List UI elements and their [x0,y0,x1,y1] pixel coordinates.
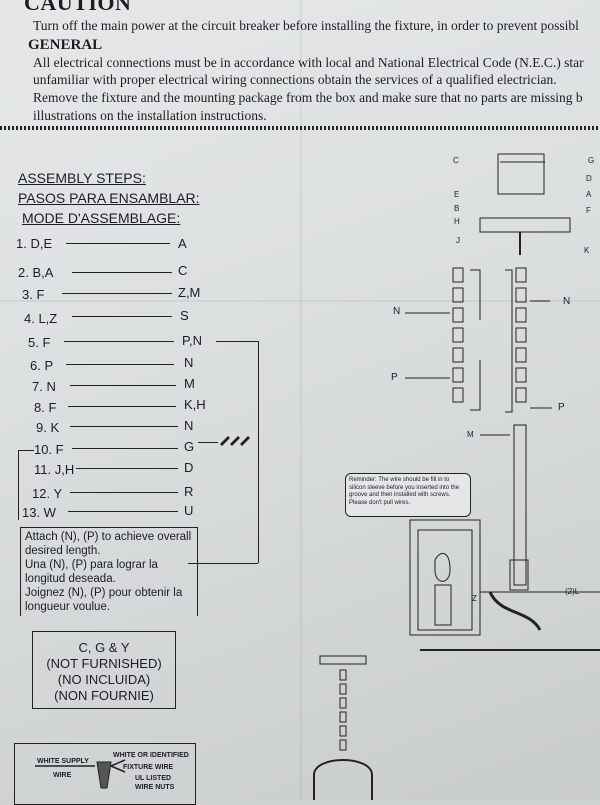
step-part: A [178,236,187,251]
label-f: F [586,206,591,215]
step-part: K,H [184,397,206,412]
wire-nut-icon [35,759,126,789]
general-text: All electrical connections must be in ac… [33,55,584,70]
chain-pendant-diagram [313,655,373,800]
nf-fr: (NON FOURNIE) [54,688,154,703]
wire-label: WIRE [53,772,72,779]
attach-es: Una (N), (P) para lograr la longitud des… [25,559,158,585]
step-part: N [184,418,194,433]
label-k: K [584,246,590,255]
step-part: S [180,308,189,323]
label-j: J [456,236,460,245]
nf-es: (NO INCLUIDA) [57,672,151,687]
step-label: 1. D,E [16,236,53,251]
general-text: illustrations on the installation instru… [33,108,267,123]
label-b: B [454,204,460,213]
label-e: E [454,190,460,199]
caution-title: CAUTION [24,0,132,15]
not-furnished-box: C, G & Y (NOT FURNISHED) (NO INCLUIDA) (… [32,631,176,709]
attach-fr: Joignez (N), (P) pour obtenir la longueu… [25,587,183,613]
label-z: Z [472,594,477,603]
step-label: 8. F [34,400,57,415]
step-part: U [184,503,194,518]
step-part: N [184,355,194,370]
step-leader [70,492,178,493]
step-label: 2. B,A [18,265,54,280]
wiring-box: WHITE SUPPLY WIRE WHITE OR IDENTIFIED FI… [14,743,196,805]
step-leader [66,243,170,244]
step-label: 13. W [22,505,56,520]
bracket-line [216,341,258,342]
step-leader [68,406,176,407]
label-n-right: N [563,296,571,307]
step-label: 3. F [22,287,45,302]
general-text: Remove the fixture and the mounting pack… [33,90,583,105]
step-leader [72,448,178,449]
step-part: C [178,263,188,278]
step-leader [72,316,172,317]
label-a: A [586,190,592,199]
general-title: GENERAL [28,37,103,53]
bracket-line [198,442,218,443]
step-label: 6. P [30,358,54,373]
fixture-wire-label: FIXTURE WIRE [123,764,174,771]
step-leader [72,272,172,273]
step-part: P,N [182,333,202,348]
step-label: 10. F [34,442,64,457]
general-text: unfamiliar with proper electrical wiring… [33,72,557,87]
white-identified-label: WHITE OR IDENTIFIED [113,752,189,759]
attach-en: Attach (N), (P) to achieve overall desir… [25,531,192,557]
step-label: 4. L,Z [24,311,58,326]
step-part: Z,M [178,285,201,300]
step-leader [70,426,178,427]
step-leader [62,293,172,294]
paper-fold [300,0,302,800]
step-label: 7. N [32,379,56,394]
step-leader [76,468,178,469]
paper-fold [0,300,600,302]
label-m: M [467,430,474,439]
bracket-line [18,450,34,451]
label-h: H [454,217,460,226]
step-leader [66,364,174,365]
heading-en: ASSEMBLY STEPS: [18,170,146,186]
reminder-note: Reminder: The wire should be fill in to … [345,473,471,517]
step-leader [64,341,174,342]
step-leader [70,385,176,386]
nf-en: (NOT FURNISHED) [46,656,162,671]
label-p-left: P [391,372,398,383]
bracket-line [258,341,259,563]
bracket-line [188,563,258,564]
step-part: D [184,460,194,475]
heading-fr: MODE D'ASSEMBLAGE: [22,210,181,226]
step-leader [68,511,178,512]
step-part: G [184,439,195,454]
label-p-right: P [558,402,565,413]
ul-listed-label: UL LISTED [135,775,172,782]
heading-es: PASOS PARA ENSAMBLAR: [18,190,200,206]
bracket-line [18,450,19,520]
step-label: 12. Y [32,486,63,501]
label-d: D [586,174,592,183]
wire-nuts-icon [220,436,250,446]
label-g: G [588,156,595,165]
step-label: 5. F [28,335,51,350]
step-label: 11. J,H [34,462,75,477]
label-n-left: N [393,306,401,317]
step-part: R [184,484,194,499]
step-part: M [184,376,195,391]
fixture-diagram [405,153,600,651]
wire-nuts-label: WIRE NUTS [135,784,175,791]
caution-text: Turn off the main power at the circuit b… [33,18,579,33]
dotted-divider [0,126,600,130]
label-c: C [453,156,459,165]
step-label: 9. K [36,420,60,435]
attach-note: Attach (N), (P) to achieve overall desir… [20,527,198,616]
label-l: (2)L [565,587,580,596]
nf-parts: C, G & Y [78,640,130,655]
white-supply-label: WHITE SUPPLY [37,758,89,765]
